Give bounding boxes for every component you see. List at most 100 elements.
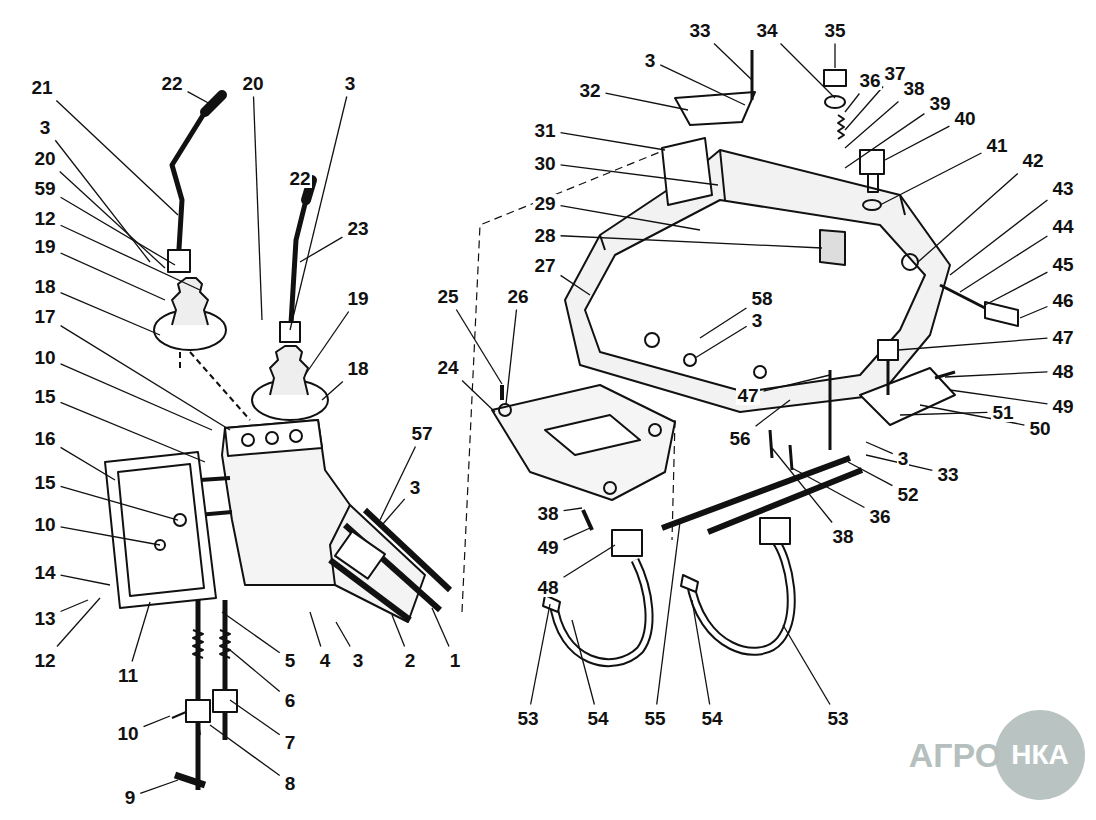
callout-number: 52: [896, 485, 919, 504]
leader-line: [714, 44, 752, 81]
callout-number: 46: [1051, 291, 1074, 310]
callout-number: 11: [117, 666, 139, 685]
leader-line: [918, 174, 1018, 263]
leader-line: [572, 620, 594, 705]
leader-line: [61, 447, 115, 480]
leader-line: [310, 612, 321, 647]
leader-line: [506, 310, 517, 405]
callout-number: 10: [116, 724, 139, 743]
callout-number: 45: [1051, 255, 1074, 274]
callout-number: 9: [124, 788, 137, 807]
callout-number: 48: [536, 578, 559, 597]
callout-number: 14: [33, 563, 56, 582]
callout-number: 3: [409, 478, 422, 497]
leader-line: [60, 172, 165, 269]
callout-number: 6: [284, 691, 297, 710]
leader-line: [61, 575, 110, 585]
leader-line: [61, 600, 88, 611]
leader-line: [188, 92, 212, 105]
leader-line: [144, 716, 170, 727]
leader-line: [657, 522, 680, 705]
logo-text: НКА: [1010, 741, 1070, 769]
callout-number: 41: [985, 136, 1008, 155]
leader-line: [845, 114, 924, 168]
leader-line: [772, 448, 832, 523]
callout-number: 27: [533, 256, 556, 275]
leader-line: [564, 508, 582, 511]
leader-line: [900, 412, 987, 415]
callout-number: 50: [1028, 419, 1051, 438]
callout-number: 15: [33, 473, 56, 492]
callout-number: 19: [33, 237, 56, 256]
callout-number: 53: [826, 709, 849, 728]
callout-number: 57: [410, 424, 433, 443]
callout-number: 23: [346, 219, 369, 238]
leader-line: [230, 700, 280, 735]
leader-line: [561, 165, 718, 185]
leader-line: [210, 725, 280, 776]
callout-number: 44: [1051, 217, 1074, 236]
callout-number: 49: [1051, 397, 1074, 416]
callout-number: 3: [644, 51, 657, 70]
callout-number: 10: [33, 515, 56, 534]
callout-number: 39: [928, 94, 951, 113]
leader-line: [792, 468, 864, 508]
callout-number: 35: [823, 21, 846, 40]
leader-line: [61, 402, 205, 462]
callout-number: 33: [688, 21, 711, 40]
leader-line: [531, 604, 550, 705]
callout-number: 19: [346, 289, 369, 308]
leader-line: [61, 326, 230, 430]
leader-line: [781, 44, 836, 99]
leader-line: [336, 622, 350, 647]
callout-number: 30: [533, 154, 556, 173]
leader-line: [885, 126, 949, 160]
leader-line: [561, 236, 822, 248]
leader-line: [561, 275, 590, 295]
leader-line: [848, 462, 892, 486]
callout-number: 7: [284, 733, 297, 752]
callout-number: 42: [1021, 151, 1044, 170]
leader-line: [783, 625, 830, 705]
callout-number: 48: [1051, 362, 1074, 381]
callout-number: 26: [506, 287, 529, 306]
leader-line: [392, 615, 405, 647]
callout-number: 13: [33, 609, 56, 628]
callout-number: 32: [578, 81, 601, 100]
leader-line: [55, 140, 150, 262]
callout-number: 47: [736, 386, 759, 405]
callout-number: 54: [700, 709, 723, 728]
callout-number: 3: [352, 651, 365, 670]
leader-line: [898, 338, 1047, 350]
leader-line: [845, 102, 898, 149]
callout-number: 1: [449, 651, 462, 670]
leader-line: [564, 528, 590, 540]
leader-line: [834, 44, 835, 69]
callout-number: 40: [953, 109, 976, 128]
leader-line: [764, 375, 830, 391]
callout-number: 38: [902, 79, 925, 98]
callout-number: 15: [33, 387, 56, 406]
leader-line: [950, 200, 1047, 275]
callout-number: 56: [728, 429, 751, 448]
callout-number: 3: [39, 118, 52, 137]
leader-line: [561, 133, 665, 150]
callout-number: 3: [897, 449, 910, 468]
callout-number: 3: [344, 74, 357, 93]
leader-line: [56, 101, 178, 216]
callout-number: 43: [1051, 179, 1074, 198]
callout-number: 31: [533, 121, 556, 140]
callout-number: 51: [991, 403, 1014, 422]
leader-line: [290, 97, 347, 331]
callout-number: 3: [751, 311, 764, 330]
callout-number: 55: [643, 709, 666, 728]
callout-number: 20: [33, 149, 56, 168]
callout-number: 17: [33, 307, 56, 326]
leader-line: [230, 650, 280, 691]
leader-line: [695, 326, 747, 358]
leader-line: [61, 364, 212, 430]
leader-line: [845, 94, 859, 113]
logo-text: АГРО: [908, 738, 1003, 772]
leader-line: [61, 253, 165, 300]
leader-line: [322, 382, 343, 401]
